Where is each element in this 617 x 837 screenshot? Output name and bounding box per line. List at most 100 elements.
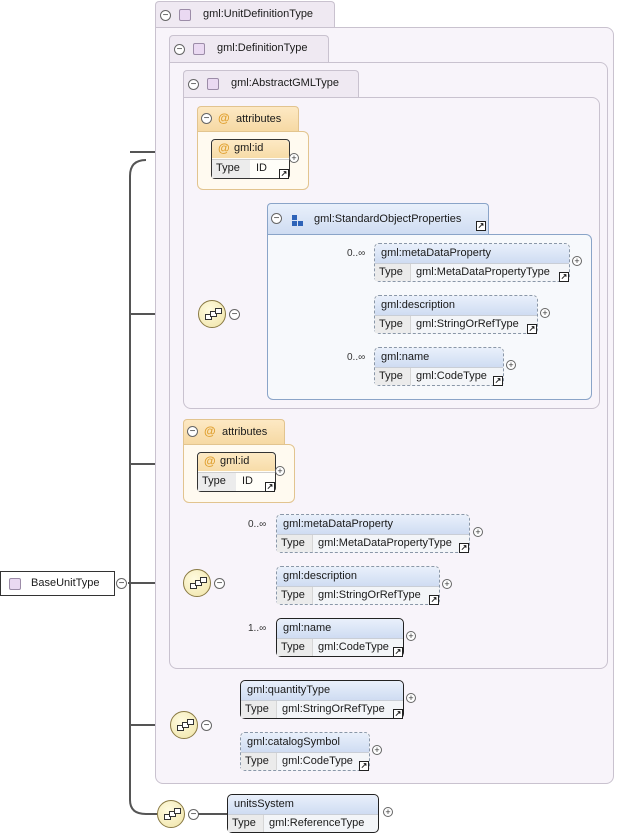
type-key: Type xyxy=(245,703,269,715)
link-icon[interactable]: ↗ xyxy=(459,543,469,553)
cardinality-label: 0..∞ xyxy=(347,248,366,259)
attribute-icon: @ xyxy=(218,141,230,155)
attributes-tab-1[interactable]: − @ attributes xyxy=(197,106,299,131)
collapse-icon[interactable]: − xyxy=(160,10,171,21)
attributes-tab-2[interactable]: − @ attributes xyxy=(183,419,285,444)
link-icon[interactable]: ↗ xyxy=(393,647,403,657)
collapse-icon[interactable]: − xyxy=(188,809,199,820)
expand-icon[interactable]: + xyxy=(442,579,452,589)
attributes-label: attributes xyxy=(222,426,268,438)
expand-icon[interactable]: + xyxy=(406,693,416,703)
type-key: Type xyxy=(202,475,226,487)
type-label: gml:DefinitionType xyxy=(217,42,308,54)
link-icon[interactable]: ↗ xyxy=(279,169,289,179)
attribute-header: @ gml:id xyxy=(212,140,289,158)
collapse-icon[interactable]: − xyxy=(187,426,198,437)
attribute-icon: @ xyxy=(204,424,216,438)
link-icon[interactable]: ↗ xyxy=(359,761,369,771)
type-key: Type xyxy=(379,266,403,278)
root-name: BaseUnitType xyxy=(31,577,100,589)
sequence-compositor-5[interactable] xyxy=(157,800,185,828)
link-icon[interactable]: ↗ xyxy=(476,221,486,231)
attribute-gml-id-2[interactable]: @ gml:id Type ID ↗ xyxy=(197,452,276,492)
type-key: Type xyxy=(245,755,269,767)
type-value: gml:CodeType xyxy=(318,641,389,653)
cardinality-label: 0..∞ xyxy=(248,519,267,530)
element-header: gml:catalogSymbol xyxy=(241,733,369,752)
element-units-system[interactable]: unitsSystem Type gml:ReferenceType xyxy=(227,794,379,833)
collapse-icon[interactable]: − xyxy=(214,578,225,589)
collapse-icon[interactable]: − xyxy=(229,309,240,320)
type-value: ID xyxy=(242,475,253,487)
expand-icon[interactable]: + xyxy=(289,153,299,163)
element-header: unitsSystem xyxy=(228,795,378,814)
type-key-bg xyxy=(277,587,313,604)
expand-icon[interactable]: + xyxy=(275,466,285,476)
link-icon[interactable]: ↗ xyxy=(393,709,403,719)
element-name: gml:quantityType xyxy=(247,684,331,696)
type-key-bg xyxy=(375,368,411,385)
link-icon[interactable]: ↗ xyxy=(527,324,537,334)
type-value: gml:ReferenceType xyxy=(269,817,365,829)
attributes-label: attributes xyxy=(236,113,282,125)
group-icon xyxy=(292,215,304,227)
collapse-icon[interactable]: − xyxy=(116,578,127,589)
type-key: Type xyxy=(379,370,403,382)
expand-icon[interactable]: + xyxy=(572,256,582,266)
attribute-icon: @ xyxy=(218,111,230,125)
expand-icon[interactable]: + xyxy=(406,631,416,641)
element-header: gml:name xyxy=(375,348,503,367)
link-icon[interactable]: ↗ xyxy=(493,376,503,386)
type-value: gml:MetaDataPropertyType xyxy=(318,537,452,549)
collapse-icon[interactable]: − xyxy=(174,44,185,55)
element-name: gml:description xyxy=(283,570,357,582)
collapse-icon[interactable]: − xyxy=(188,79,199,90)
collapse-icon[interactable]: − xyxy=(201,720,212,731)
element-name-label: gml:name xyxy=(381,351,430,363)
element-name: gml:metaDataProperty xyxy=(283,518,394,530)
element-header: gml:metaDataProperty xyxy=(375,244,569,263)
expand-icon[interactable]: + xyxy=(473,527,483,537)
tab-abstract-gml-type[interactable]: − gml:AbstractGMLType xyxy=(183,70,359,97)
expand-icon[interactable]: + xyxy=(383,807,393,817)
type-key: Type xyxy=(281,537,305,549)
attribute-type-row: Type ID xyxy=(198,472,275,491)
collapse-icon[interactable]: − xyxy=(201,113,212,124)
type-value: gml:StringOrRefType xyxy=(416,318,519,330)
tab-definition-type[interactable]: − gml:DefinitionType xyxy=(169,35,329,62)
element-name: gml:catalogSymbol xyxy=(247,736,340,748)
sequence-compositor-3[interactable] xyxy=(183,569,211,597)
type-value: ID xyxy=(256,162,267,174)
group-tab-standard-object-properties[interactable]: − gml:StandardObjectProperties ↗ xyxy=(267,203,489,234)
collapse-icon[interactable]: − xyxy=(271,213,282,224)
cardinality-label: 0..∞ xyxy=(347,352,366,363)
complex-type-icon xyxy=(9,578,21,590)
sequence-icon xyxy=(164,808,181,820)
element-header: gml:quantityType xyxy=(241,681,403,700)
expand-icon[interactable]: + xyxy=(372,745,382,755)
type-key: Type xyxy=(232,817,256,829)
attribute-gml-id-1[interactable]: @ gml:id Type ID ↗ xyxy=(211,139,290,179)
type-key-bg xyxy=(277,535,313,552)
type-label: gml:AbstractGMLType xyxy=(231,77,339,89)
link-icon[interactable]: ↗ xyxy=(429,595,439,605)
expand-icon[interactable]: + xyxy=(506,360,516,370)
sequence-compositor-1[interactable] xyxy=(198,300,226,328)
element-meta-data-property-2[interactable]: gml:metaDataProperty Type gml:MetaDataPro… xyxy=(276,514,470,553)
link-icon[interactable]: ↗ xyxy=(265,482,275,492)
tab-unit-definition-type[interactable]: − gml:UnitDefinitionType xyxy=(155,1,335,28)
sequence-compositor-4[interactable] xyxy=(170,711,198,739)
root-element-base-unit-type[interactable]: BaseUnitType xyxy=(0,571,115,596)
type-key-bg xyxy=(212,160,250,178)
expand-icon[interactable]: + xyxy=(540,308,550,318)
link-icon[interactable]: ↗ xyxy=(559,272,569,282)
sequence-icon xyxy=(205,308,222,320)
